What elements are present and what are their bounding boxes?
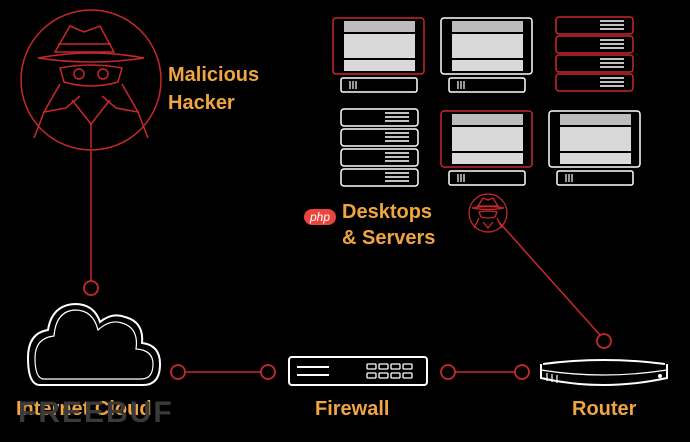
cloud-icon [26,302,162,386]
php-badge: php [304,209,337,225]
desktops-label-line1: Desktops [342,201,433,223]
desktops-to-router-line [497,220,601,336]
router-label: Router [572,398,637,420]
desktop-white-1 [440,17,533,93]
server-stack-white [340,108,419,187]
connectors [90,150,601,373]
server-stack-red [555,16,634,92]
firewall-label: Firewall [315,398,390,420]
node-cloud-right [170,364,186,380]
hacker-label-line2: Hacker [168,92,235,114]
hacker-label-line1: Malicious [168,64,260,86]
node-firewall-right [440,364,456,380]
node-firewall-left [260,364,276,380]
desktops-label-line2: & Servers [342,227,436,249]
firewall-icon [288,356,428,386]
desktop-red-2 [440,110,533,186]
connector-nodes [83,280,612,380]
node-hacker-cloud [83,280,99,296]
router-icon [540,359,668,386]
node-router-top [596,333,612,349]
cloud-label: Internet Cloud [16,398,152,420]
malicious-hacker-icon [20,9,162,151]
desktop-white-2 [548,110,641,186]
desktop-red-1 [332,17,425,93]
watermark: FREEBUF [18,396,174,429]
small-hacker-icon [468,193,508,233]
node-router-left [514,364,530,380]
